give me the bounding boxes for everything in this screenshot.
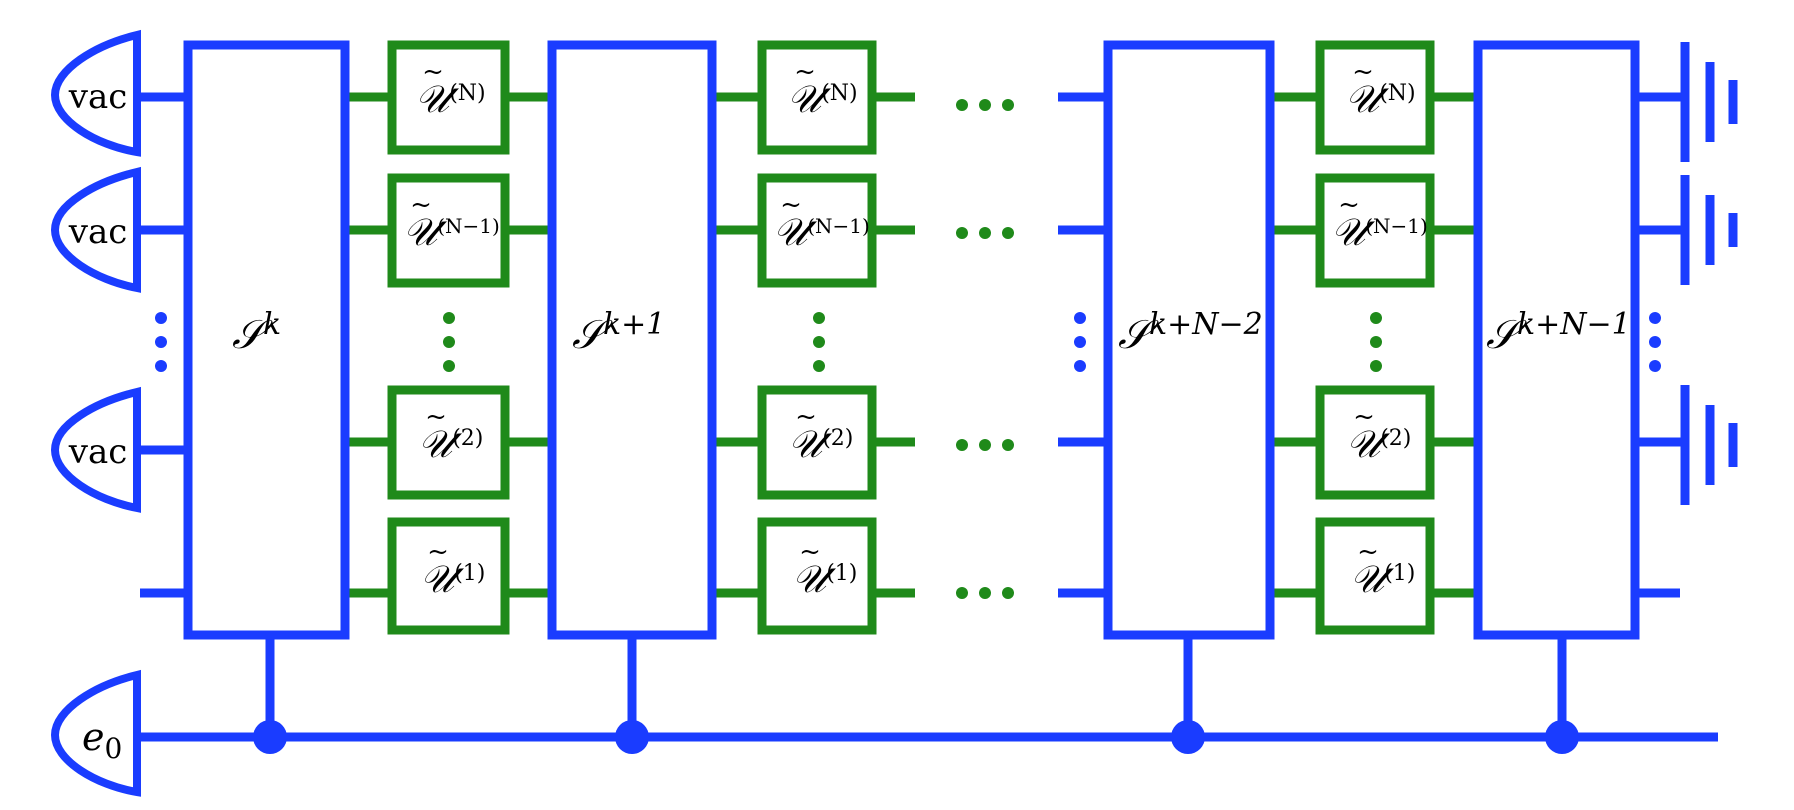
ground-icon — [1680, 175, 1738, 285]
ellipsis-vertical-left — [155, 312, 167, 372]
s-block-label: 𝒮k+N−1 — [1486, 307, 1631, 358]
wires-into-block-3 — [1058, 92, 1108, 598]
svg-text:~: ~ — [794, 57, 816, 87]
s-block-4: 𝒮k+N−1 — [1473, 40, 1640, 754]
vac-source-3: vac — [50, 386, 141, 513]
vac-label: vac — [68, 77, 128, 117]
s-block-label: 𝒮k+N−2 — [1118, 307, 1263, 358]
svg-text:~: ~ — [1357, 537, 1379, 567]
svg-text:~: ~ — [410, 190, 432, 220]
u-gate-2: 𝒰(2) ~ — [1315, 385, 1435, 500]
vac-label: vac — [68, 432, 128, 472]
u-gate-2: 𝒰(2) ~ — [387, 385, 510, 500]
ellipsis-vertical-block3 — [1074, 312, 1086, 372]
s-block-2: 𝒮k+1 — [547, 40, 717, 754]
svg-text:𝒰(N): 𝒰(N) — [787, 77, 858, 121]
e0-source: e0 — [50, 669, 141, 797]
svg-text:~: ~ — [1352, 57, 1374, 87]
svg-text:~: ~ — [1353, 402, 1375, 432]
svg-text:~: ~ — [795, 402, 817, 432]
svg-text:~: ~ — [799, 537, 821, 567]
input-wires — [137, 92, 188, 598]
svg-text:~: ~ — [780, 190, 802, 220]
u-gate-N-minus-1: 𝒰(N−1) ~ — [757, 173, 877, 288]
vac-source-1: vac — [50, 29, 141, 157]
green-wires-stage-2 — [712, 92, 915, 598]
green-wires-stage-3 — [1270, 92, 1478, 598]
u-gate-1: 𝒰(1) ~ — [387, 517, 510, 635]
ellipsis-vertical-green — [443, 312, 1382, 372]
vac-label: vac — [68, 212, 128, 252]
svg-text:~: ~ — [422, 57, 444, 87]
ground-icon — [1680, 42, 1738, 162]
u-gate-N: 𝒰(N) ~ — [1315, 40, 1435, 155]
u-gate-1: 𝒰(1) ~ — [757, 517, 877, 635]
svg-text:~: ~ — [427, 537, 449, 567]
ellipsis-vertical-right — [1649, 312, 1661, 372]
control-node — [253, 720, 287, 754]
vac-source-2: vac — [50, 166, 141, 293]
control-node — [615, 720, 649, 754]
svg-text:~: ~ — [1338, 190, 1360, 220]
u-gate-N: 𝒰(N) ~ — [757, 40, 877, 155]
e0-label: e0 — [82, 715, 122, 765]
s-block-1: 𝒮k — [183, 40, 350, 754]
ground-icon — [1680, 385, 1738, 505]
u-gate-2: 𝒰(2) ~ — [757, 385, 877, 500]
u-gate-1: 𝒰(1) ~ — [1315, 517, 1435, 635]
control-node — [1545, 720, 1579, 754]
u-gate-N: 𝒰(N) ~ — [387, 40, 510, 155]
output-wires — [1635, 92, 1685, 598]
ellipsis-horizontal-green — [956, 99, 1014, 599]
control-node — [1171, 720, 1205, 754]
u-gate-N-minus-1: 𝒰(N−1) ~ — [1315, 173, 1435, 288]
u-gate-N-minus-1: 𝒰(N−1) ~ — [387, 173, 510, 288]
green-wires-stage-1 — [345, 92, 552, 598]
svg-text:~: ~ — [425, 402, 447, 432]
s-block-3: 𝒮k+N−2 — [1103, 40, 1275, 754]
